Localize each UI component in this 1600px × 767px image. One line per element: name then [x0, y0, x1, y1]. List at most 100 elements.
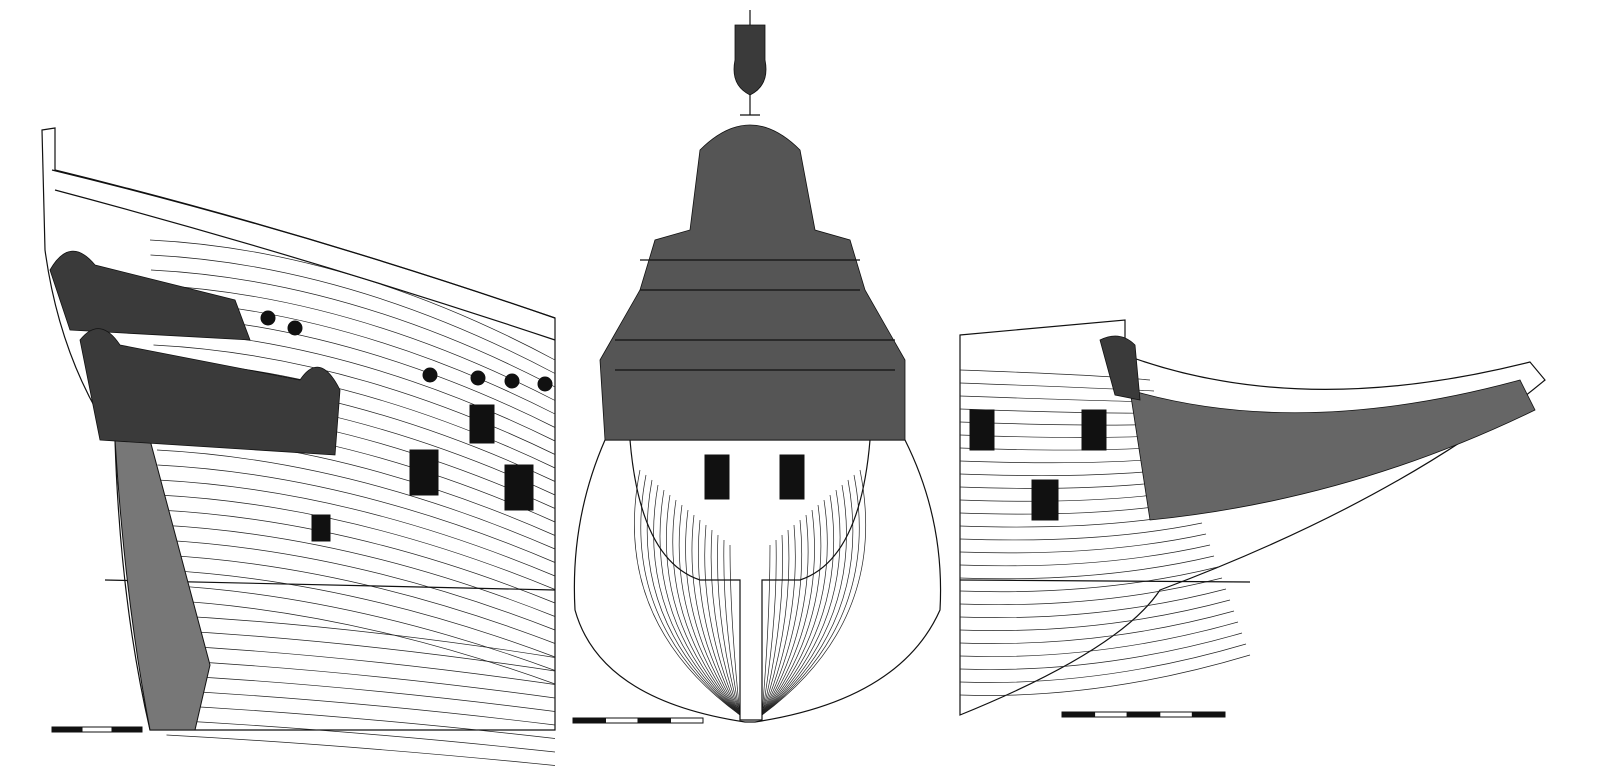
plank-line	[761, 489, 841, 716]
gunport	[287, 320, 303, 336]
scale-bar-segment	[1191, 711, 1226, 718]
left-gunports	[260, 310, 553, 542]
plank-line	[156, 434, 556, 536]
plank-line	[761, 474, 860, 716]
plank-line	[761, 544, 771, 716]
mid-hull-outline	[573, 439, 942, 723]
right-port-1	[969, 409, 995, 451]
left-stern-post	[114, 439, 211, 731]
plank-line	[761, 504, 822, 716]
gunport	[469, 404, 495, 444]
plank-line	[672, 499, 741, 716]
scale-bar-segment	[111, 726, 143, 733]
plank-line	[717, 534, 741, 716]
gunport	[470, 370, 486, 386]
gunport	[409, 449, 439, 496]
plank-line	[723, 539, 741, 716]
left-upper-gallery	[49, 250, 251, 341]
plank-line	[959, 632, 1243, 670]
scale-bar-segment	[637, 717, 671, 724]
plank-line	[959, 610, 1235, 644]
plank-line	[761, 524, 796, 716]
right-beakhead	[1129, 379, 1536, 521]
plank-line	[698, 519, 741, 716]
gunport	[504, 373, 520, 389]
scale-bar-segment	[1126, 711, 1161, 718]
plank-line	[959, 566, 1219, 593]
plank-line	[150, 254, 556, 374]
scale-bar-segment	[81, 726, 113, 733]
plank-line	[159, 539, 556, 631]
plank-line	[160, 569, 556, 658]
plank-line	[160, 554, 556, 644]
right-hull-outline	[959, 319, 1546, 716]
plank-line	[165, 704, 556, 739]
scale-bars	[51, 711, 1226, 733]
plank-line	[163, 659, 556, 699]
scale-bar-segment	[1094, 711, 1128, 718]
plank-line	[959, 599, 1231, 631]
plank-line	[166, 734, 556, 766]
stern-view	[573, 10, 942, 723]
scale-bar-segment	[572, 717, 606, 724]
plank-line	[704, 524, 741, 716]
gunport	[260, 310, 276, 326]
plank-line	[761, 534, 783, 716]
plank-line	[761, 509, 815, 716]
plank-line	[761, 469, 866, 716]
plank-line	[162, 614, 556, 658]
plank-line	[761, 484, 847, 716]
gunport	[537, 376, 553, 392]
plank-line	[710, 529, 741, 716]
mid-port-right	[779, 454, 805, 500]
mid-hull-planking	[634, 469, 866, 716]
plank-line	[157, 479, 556, 577]
plank-line	[959, 588, 1227, 619]
scale-bar-segment	[670, 717, 704, 724]
plank-line	[653, 484, 741, 716]
plank-line	[761, 479, 854, 716]
plank-line	[685, 509, 741, 716]
plank-line	[158, 509, 556, 604]
plank-line	[761, 519, 803, 716]
plank-line	[959, 621, 1239, 657]
plank-line	[165, 719, 556, 753]
plank-line	[153, 344, 556, 455]
right-figurehead	[1099, 335, 1141, 401]
plank-line	[761, 539, 777, 716]
plank-line	[959, 382, 1155, 392]
plank-line	[959, 522, 1203, 541]
plank-line	[634, 469, 741, 716]
scale-bar-segment	[51, 726, 83, 733]
plank-line	[659, 489, 741, 716]
gunport	[504, 464, 534, 511]
plank-line	[678, 504, 741, 716]
plank-line	[959, 544, 1211, 567]
plank-line	[151, 284, 556, 401]
right-port-3	[1031, 479, 1059, 521]
stern-side-view	[41, 127, 556, 766]
plank-line	[164, 689, 556, 726]
plank-line	[959, 577, 1223, 606]
mid-deck-band	[615, 259, 895, 371]
plank-line	[159, 524, 556, 617]
gunport	[422, 367, 438, 383]
plank-line	[761, 494, 835, 716]
plank-line	[164, 674, 556, 712]
right-port-2	[1081, 409, 1107, 451]
plank-line	[761, 499, 828, 716]
plank-line	[162, 629, 556, 672]
plank-line	[161, 584, 556, 671]
plank-line	[691, 514, 741, 716]
plank-line	[646, 479, 741, 716]
plank-line	[959, 643, 1247, 683]
left-lower-gallery	[79, 328, 341, 456]
plank-line	[959, 654, 1251, 696]
plank-line	[959, 533, 1207, 554]
mid-stern-castle	[599, 124, 906, 441]
left-rail	[51, 169, 556, 341]
plank-line	[158, 494, 556, 590]
scale-bar-segment	[1159, 711, 1193, 718]
mid-lantern-finial	[733, 24, 767, 96]
